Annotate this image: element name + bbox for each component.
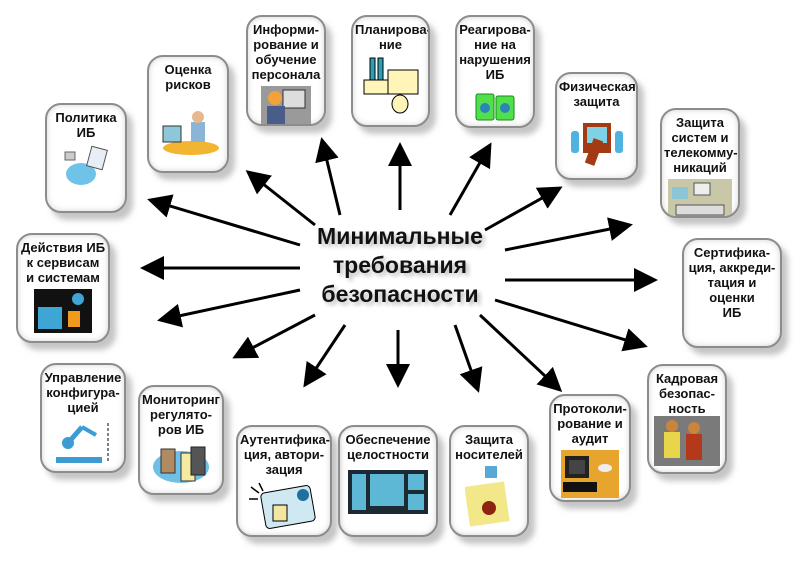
arrow-upr <box>157 288 301 328</box>
arrow-autent <box>303 324 347 388</box>
arrow-telecom <box>504 217 633 252</box>
card-label: Защита носителей <box>455 432 523 462</box>
card-label: Политика ИБ <box>55 110 117 140</box>
card-label: Обеспечение целостности <box>345 432 431 462</box>
card-personnel-security[interactable]: Кадровая безопас- ность <box>647 364 727 474</box>
arrow-fiz <box>484 186 563 232</box>
card-staff-training[interactable]: Информи- рование и обучение персонала <box>246 15 326 126</box>
card-label: Управление конфигура- цией <box>44 370 122 415</box>
audit-computer-icon <box>561 450 619 498</box>
card-certification[interactable]: Сертифика- ция, аккреди- тация и оценки … <box>682 238 782 348</box>
factory-planning-icon <box>363 57 418 114</box>
arrow-kadr <box>494 298 648 352</box>
card-label: Защита систем и телекомму- никаций <box>664 115 738 175</box>
walkie-talkie-icon <box>475 93 515 121</box>
card-label: Кадровая безопас- ность <box>655 371 719 416</box>
id-card-icon <box>249 482 316 529</box>
card-planning[interactable]: Планирова- ние <box>351 15 430 127</box>
card-media-protection[interactable]: Защита носителей <box>449 425 529 537</box>
arrow-politika <box>147 194 301 247</box>
card-label: Информи- рование и обучение персонала <box>251 22 321 82</box>
arrow-protokol <box>478 313 563 393</box>
card-label: Действия ИБ к сервисам и системам <box>20 240 106 285</box>
center-title: Минимальные требования безопасности <box>317 223 483 307</box>
services-systems-icon <box>34 289 92 333</box>
card-label: Мониторинг регулято- ров ИБ <box>142 392 220 437</box>
card-physical-protection[interactable]: Физическая защита <box>555 72 638 180</box>
arrow-inform <box>315 137 342 216</box>
arrow-reag <box>448 142 492 216</box>
network-systems-icon <box>668 179 732 216</box>
arrow-monitor <box>232 313 316 359</box>
card-authentication[interactable]: Аутентифика- ция, автори- зация <box>236 425 332 537</box>
card-label: Аутентифика- ция, автори- зация <box>240 432 331 477</box>
personnel-group-icon <box>654 416 720 466</box>
card-label: Оценка рисков <box>164 62 212 92</box>
card-policy[interactable]: Политика ИБ <box>45 103 127 213</box>
card-logging-audit[interactable]: Протоколи- рование и аудит <box>549 394 631 502</box>
staff-training-icon <box>261 86 311 124</box>
card-label: Планирова- ние <box>355 22 430 52</box>
card-label: Физическая защита <box>559 79 636 109</box>
regulator-documents-icon <box>153 446 209 483</box>
card-incident-response[interactable]: Реагирова- ние на нарушения ИБ <box>455 15 535 128</box>
card-label: Сертифика- ция, аккреди- тация и оценки … <box>688 245 776 320</box>
card-telecom-protection[interactable]: Защита систем и телекомму- никаций <box>660 108 740 218</box>
card-services-actions[interactable]: Действия ИБ к сервисам и системам <box>16 233 110 343</box>
arrow-ocenka <box>245 170 316 227</box>
card-regulator-monitoring[interactable]: Мониторинг регулято- ров ИБ <box>138 385 224 495</box>
card-risk-assessment[interactable]: Оценка рисков <box>147 55 229 173</box>
card-integrity[interactable]: Обеспечение целостности <box>338 425 438 537</box>
remote-control-security-icon <box>570 123 623 166</box>
integrity-panels-icon <box>348 470 428 514</box>
storage-media-disk-icon <box>465 466 510 527</box>
robot-arm-icon <box>56 423 109 463</box>
risk-assessment-person-icon <box>162 111 219 155</box>
arrow-nositel <box>453 324 483 393</box>
policy-document-icon <box>64 145 108 185</box>
card-label: Реагирова- ние на нарушения ИБ <box>459 22 531 82</box>
card-configuration-management[interactable]: Управление конфигура- цией <box>40 363 126 473</box>
card-label: Протоколи- рование и аудит <box>553 401 627 446</box>
